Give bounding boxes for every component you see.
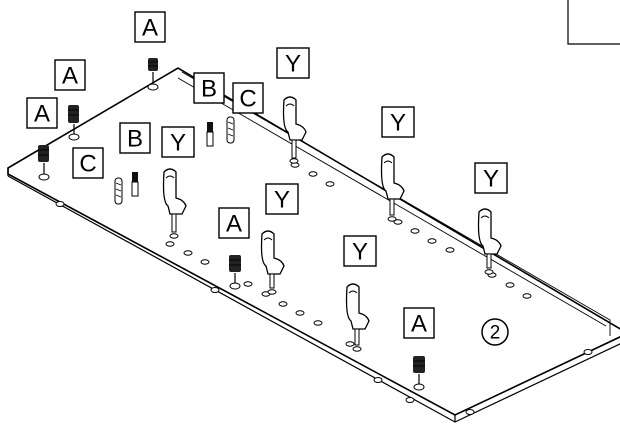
label-dowel-c-2: C bbox=[72, 147, 104, 179]
label-bracket-y-4-text: Y bbox=[483, 166, 499, 193]
insert-a-3 bbox=[38, 145, 50, 181]
bracket-y-4 bbox=[477, 208, 502, 275]
label-dowel-c-2-text: C bbox=[79, 151, 96, 178]
label-insert-a-4-text: A bbox=[226, 211, 242, 238]
label-insert-a-2: A bbox=[54, 59, 86, 91]
label-pin-b-1: B bbox=[193, 72, 225, 104]
label-insert-a-4: A bbox=[218, 207, 250, 239]
label-bracket-y-3: Y bbox=[381, 106, 415, 138]
label-pin-b-2-text: B bbox=[127, 126, 143, 153]
label-insert-a-3: A bbox=[26, 97, 58, 129]
edge-holes bbox=[55, 201, 593, 415]
label-insert-a-5: A bbox=[403, 307, 435, 339]
bracket-y-2 bbox=[282, 96, 307, 164]
bracket-y-6 bbox=[345, 283, 370, 352]
label-dowel-c-1-text: C bbox=[239, 86, 256, 113]
label-bracket-y-3-text: Y bbox=[390, 110, 406, 137]
bracket-y-1 bbox=[162, 168, 187, 239]
bracket-y-3 bbox=[380, 153, 405, 222]
pin-b-1 bbox=[206, 122, 214, 147]
label-dowel-c-1: C bbox=[232, 82, 264, 114]
insert-a-1 bbox=[147, 58, 159, 91]
label-bracket-y-2-text: Y bbox=[285, 51, 301, 78]
label-insert-a-1-text: A bbox=[142, 15, 158, 42]
label-pin-b-2: B bbox=[119, 122, 151, 154]
hole-rows bbox=[165, 162, 532, 347]
label-insert-a-5-text: A bbox=[411, 311, 427, 338]
pin-b-2 bbox=[131, 172, 139, 197]
label-bracket-y-6: Y bbox=[343, 235, 377, 267]
label-insert-a-2-text: A bbox=[62, 63, 78, 90]
label-bracket-y-5-text: Y bbox=[274, 187, 290, 214]
label-bracket-y-2: Y bbox=[276, 47, 310, 79]
step-number-badge: 2 bbox=[481, 318, 509, 346]
insert-a-2 bbox=[68, 105, 80, 141]
label-insert-a-3-text: A bbox=[34, 101, 50, 128]
label-bracket-y-5: Y bbox=[265, 183, 299, 215]
label-bracket-y-4: Y bbox=[474, 162, 508, 194]
bracket-y-5 bbox=[260, 230, 285, 295]
dowel-c-1 bbox=[226, 116, 235, 144]
label-bracket-y-1: Y bbox=[161, 126, 195, 158]
label-bracket-y-1-text: Y bbox=[170, 130, 186, 157]
step-number-text: 2 bbox=[490, 323, 501, 344]
label-insert-a-1: A bbox=[134, 11, 166, 43]
insert-a-5 bbox=[413, 356, 425, 391]
label-bracket-y-6-text: Y bbox=[352, 239, 368, 266]
dowel-c-2 bbox=[114, 177, 123, 205]
insert-a-4 bbox=[229, 255, 241, 290]
next-step-frame-corner bbox=[567, 0, 620, 45]
board-panel bbox=[7, 67, 620, 423]
label-pin-b-1-text: B bbox=[201, 76, 217, 103]
